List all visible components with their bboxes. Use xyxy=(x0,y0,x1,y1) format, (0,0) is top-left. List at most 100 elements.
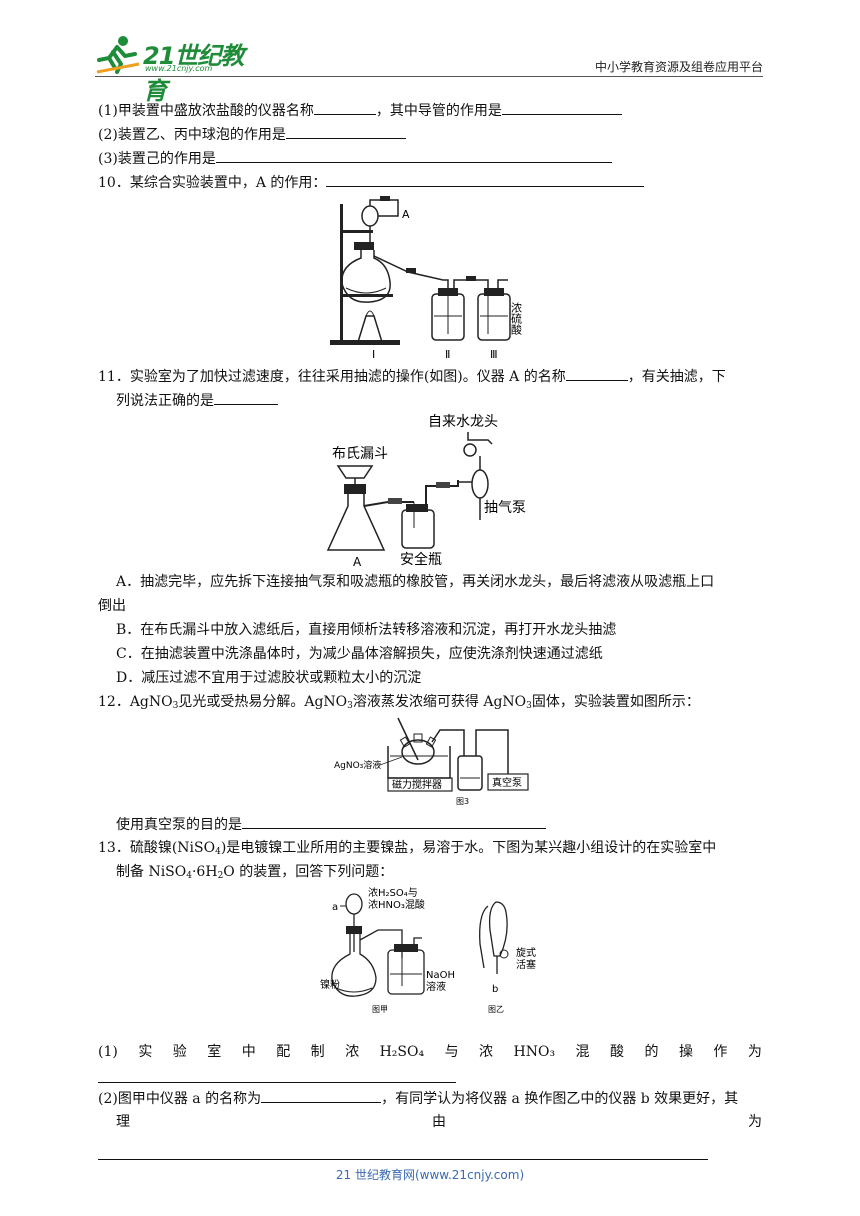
q12-stem-4: 固体，实验装置如图所示： xyxy=(531,694,700,710)
page-header: 21世纪教育 www.21cnjy.com 中小学教育资源及组卷应用平台 xyxy=(95,30,763,105)
answer-blank[interactable] xyxy=(285,124,406,139)
q10-figure: A 浓硫酸 Ⅰ Ⅱ Ⅲ xyxy=(328,194,538,362)
q10-stem-text: 10．某综合实验装置中，A 的作用： xyxy=(98,175,327,191)
answer-blank[interactable] xyxy=(215,148,612,163)
q13-caption-2: 图乙 xyxy=(488,1005,504,1014)
q13-p1-word: 验 xyxy=(172,1044,187,1060)
q9-part2: (2)装置乙、丙中球泡的作用是 xyxy=(98,124,406,145)
q9-part1: (1)甲装置中盛放浓盐酸的仪器名称，其中导管的作用是 xyxy=(98,100,622,121)
q13-part2-cont: 理 由 为 xyxy=(116,1112,762,1132)
footer-divider xyxy=(98,1159,708,1160)
q13-stem-2: 制备 NiSO4·6H2O 的装置，回答下列问题： xyxy=(116,864,394,881)
q9-part3: (3)装置己的作用是 xyxy=(98,148,612,169)
answer-blank[interactable] xyxy=(98,1068,456,1083)
q13-stem-1b: )是电镀镍工业所用的主要镍盐，易溶于水。下图为某兴趣小组设计的在实验室中 xyxy=(220,840,717,856)
q13-p1-word: 配 xyxy=(276,1044,291,1060)
q13-label-a: a xyxy=(332,902,338,913)
q13-stem-1a: 13．硫酸镍(NiSO xyxy=(98,840,216,856)
q11-faucet-label: 自来水龙头 xyxy=(428,414,498,430)
q13-stem-2a: 制备 NiSO xyxy=(116,864,187,880)
q13-p2-word: 理 xyxy=(116,1114,130,1130)
q11-option-A-cont: 倒出 xyxy=(98,596,126,616)
q13-figure: 浓H₂SO₄与 浓HNO₃混酸 a 镍粉 NaOH 溶液 图甲 旋式 活塞 b … xyxy=(320,884,550,1016)
q13-p1-word: (1) xyxy=(98,1044,118,1060)
q12-stem-3: 溶液蒸发浓缩可获得 AgNO xyxy=(352,694,527,710)
q9-p3-text: (3)装置己的作用是 xyxy=(98,151,216,167)
q13-p1-word: 混 xyxy=(575,1044,590,1060)
q10-stem: 10．某综合实验装置中，A 的作用： xyxy=(98,172,645,193)
q11-A-label: A xyxy=(353,555,362,569)
q13-p1-word: 酸 xyxy=(610,1044,625,1060)
page-footer: 21 世纪教育网(www.21cnjy.com) xyxy=(335,1168,525,1182)
logo-url: www.21cnjy.com xyxy=(145,64,213,73)
q12-stem-1: 12．AgNO xyxy=(98,694,173,710)
q12-question: 使用真空泵的目的是 xyxy=(116,814,546,835)
q10-label-II: Ⅱ xyxy=(445,348,450,361)
q11-option-B-text: B．在布氏漏斗中放入滤纸后，直接用倾析法转移溶液和沉淀，再打开水龙头抽滤 xyxy=(116,622,617,638)
answer-blank[interactable] xyxy=(242,814,546,829)
q12-question-text: 使用真空泵的目的是 xyxy=(116,817,242,833)
q11-option-D[interactable]: D．减压过滤不宜用于过滤胶状或颗粒太小的沉淀 xyxy=(116,668,421,688)
q11-funnel-label: 布氏漏斗 xyxy=(332,446,388,462)
q13-stem-2b: ·6H xyxy=(191,864,218,880)
q13-acid-label-2: 浓HNO₃混酸 xyxy=(368,898,425,911)
q13-p2-word: 为 xyxy=(748,1114,762,1130)
q12-stirrer-label: 磁力搅拌器 xyxy=(392,778,442,791)
q13-p1-word: 中 xyxy=(241,1044,256,1060)
q13-p1-word: HNO₃ xyxy=(513,1044,556,1060)
q11-option-B[interactable]: B．在布氏漏斗中放入滤纸后，直接用倾析法转移溶液和沉淀，再打开水龙头抽滤 xyxy=(116,620,616,640)
q13-naoh-label-1: NaOH xyxy=(426,970,455,981)
answer-blank[interactable] xyxy=(565,366,628,381)
q13-part1-answer xyxy=(98,1068,456,1089)
q10-label-A: A xyxy=(402,208,410,221)
q13-part2: (2)图甲中仪器 a 的名称为 ，有同学认为将仪器 a 换作图乙中的仪器 b 效果… xyxy=(98,1088,738,1109)
q11-pump-label: 抽气泵 xyxy=(484,500,526,516)
q12-pump-label: 真空泵 xyxy=(492,776,522,789)
q13-p1-word: 浓 xyxy=(479,1044,494,1060)
q13-p1-word: 作 xyxy=(713,1044,728,1060)
q13-caption-1: 图甲 xyxy=(372,1005,388,1014)
q13-part1: (1) 实 验 室 中 配 制 浓 H₂SO₄ 与 浓 HNO₃ 混 酸 的 操… xyxy=(98,1042,762,1062)
q11-stem-text-b: ，有关抽滤，下 xyxy=(627,369,726,385)
q12-figure-caption: 图3 xyxy=(456,797,469,806)
q11-stem-text-a: 11．实验室为了加快过滤速度，往往采用抽滤的操作(如图)。仪器 A 的名称 xyxy=(98,369,566,385)
answer-blank[interactable] xyxy=(326,172,645,187)
q11-figure: 自来水龙头 布氏漏斗 A 安全瓶 抽气泵 xyxy=(318,410,548,570)
q13-p1-word: 制 xyxy=(310,1044,325,1060)
q10-acid-label: 浓硫酸 xyxy=(510,302,523,336)
q11-stem-text-c: 列说法正确的是 xyxy=(116,393,214,409)
q13-valve-label-1: 旋式 xyxy=(516,946,536,959)
q10-label-I: Ⅰ xyxy=(372,348,375,361)
q13-p2-text-a: (2)图甲中仪器 a 的名称为 xyxy=(98,1091,262,1107)
q11-stem-1: 11．实验室为了加快过滤速度，往往采用抽滤的操作(如图)。仪器 A 的名称 ，有关… xyxy=(98,366,726,387)
answer-blank[interactable] xyxy=(313,100,376,115)
q13-p2-text-b: ，有同学认为将仪器 a 换作图乙中的仪器 b 效果更好，其 xyxy=(381,1091,739,1107)
q13-nickel-label: 镍粉 xyxy=(320,978,340,991)
q9-p2-text: (2)装置乙、丙中球泡的作用是 xyxy=(98,127,286,143)
q11-stem-2: 列说法正确的是 xyxy=(116,390,278,411)
q13-p1-word: 为 xyxy=(747,1044,762,1060)
q11-option-C-text: C．在抽滤装置中洗涤晶体时，为减少晶体溶解损失，应使洗涤剂快速通过滤纸 xyxy=(116,646,603,662)
answer-blank[interactable] xyxy=(214,390,278,405)
q11-safety-label: 安全瓶 xyxy=(400,551,442,568)
q12-figure: AgNO₃溶液 磁力搅拌器 真空泵 图3 xyxy=(332,712,532,806)
q11-option-D-text: D．减压过滤不宜用于过滤胶状或颗粒太小的沉淀 xyxy=(116,670,422,686)
q11-option-A[interactable]: A．抽滤完毕，应先拆下连接抽气泵和吸滤瓶的橡胶管，再关闭水龙头，最后将滤液从吸滤… xyxy=(116,572,714,592)
q13-naoh-label-2: 溶液 xyxy=(426,980,446,993)
q13-p1-word: 与 xyxy=(444,1044,459,1060)
q13-acid-label-1: 浓H₂SO₄与 xyxy=(368,887,418,899)
header-platform: 中小学教育资源及组卷应用平台 xyxy=(594,60,763,74)
q11-option-A-text-2: 倒出 xyxy=(98,598,126,614)
q13-p1-word: 的 xyxy=(644,1044,659,1060)
q13-stem-1: 13．硫酸镍(NiSO4)是电镀镍工业所用的主要镍盐，易溶于水。下图为某兴趣小组… xyxy=(98,840,717,857)
q13-label-b: b xyxy=(492,984,498,995)
logo-text: 21世纪教育 xyxy=(143,42,244,105)
q13-p1-word: 实 xyxy=(138,1044,153,1060)
answer-blank[interactable] xyxy=(261,1088,382,1103)
q12-solution-label: AgNO₃溶液 xyxy=(334,759,381,771)
q11-option-C[interactable]: C．在抽滤装置中洗涤晶体时，为减少晶体溶解损失，应使洗涤剂快速通过滤纸 xyxy=(116,644,603,664)
logo: 21世纪教育 www.21cnjy.com xyxy=(95,34,265,105)
q13-p2-word: 由 xyxy=(432,1114,446,1130)
runner-logo-icon xyxy=(96,36,140,74)
answer-blank[interactable] xyxy=(501,100,622,115)
